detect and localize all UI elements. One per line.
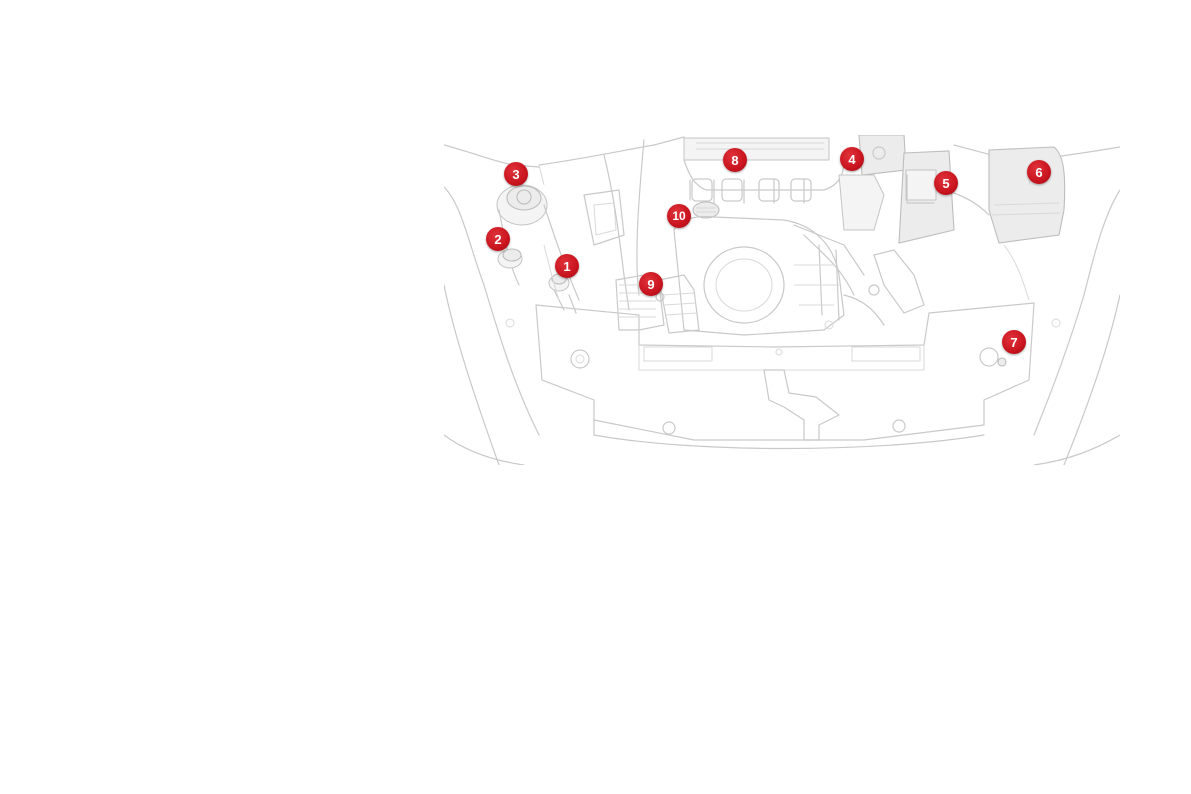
callout-number: 2 [486,227,510,251]
callout-number: 8 [723,148,747,172]
callout-marker[interactable]: 4 [840,147,864,171]
callout-marker[interactable]: 5 [934,171,958,195]
callout-marker[interactable]: 2 [486,227,510,251]
callout-number: 4 [840,147,864,171]
callout-marker[interactable]: 10 [667,204,691,228]
callout-number: 10 [667,204,691,228]
callout-number: 5 [934,171,958,195]
callout-marker[interactable]: 3 [504,162,528,186]
callout-marker[interactable]: 1 [555,254,579,278]
callout-number: 9 [639,272,663,296]
callout-marker[interactable]: 6 [1027,160,1051,184]
callout-number: 7 [1002,330,1026,354]
callout-number: 6 [1027,160,1051,184]
engine-compartment-diagram: 1 2 3 4 5 6 7 8 9 10 [444,135,1120,465]
callout-marker[interactable]: 8 [723,148,747,172]
callout-marker[interactable]: 9 [639,272,663,296]
callout-number: 1 [555,254,579,278]
callout-marker[interactable]: 7 [1002,330,1026,354]
engine-line-drawing [444,135,1120,465]
callout-number: 3 [504,162,528,186]
